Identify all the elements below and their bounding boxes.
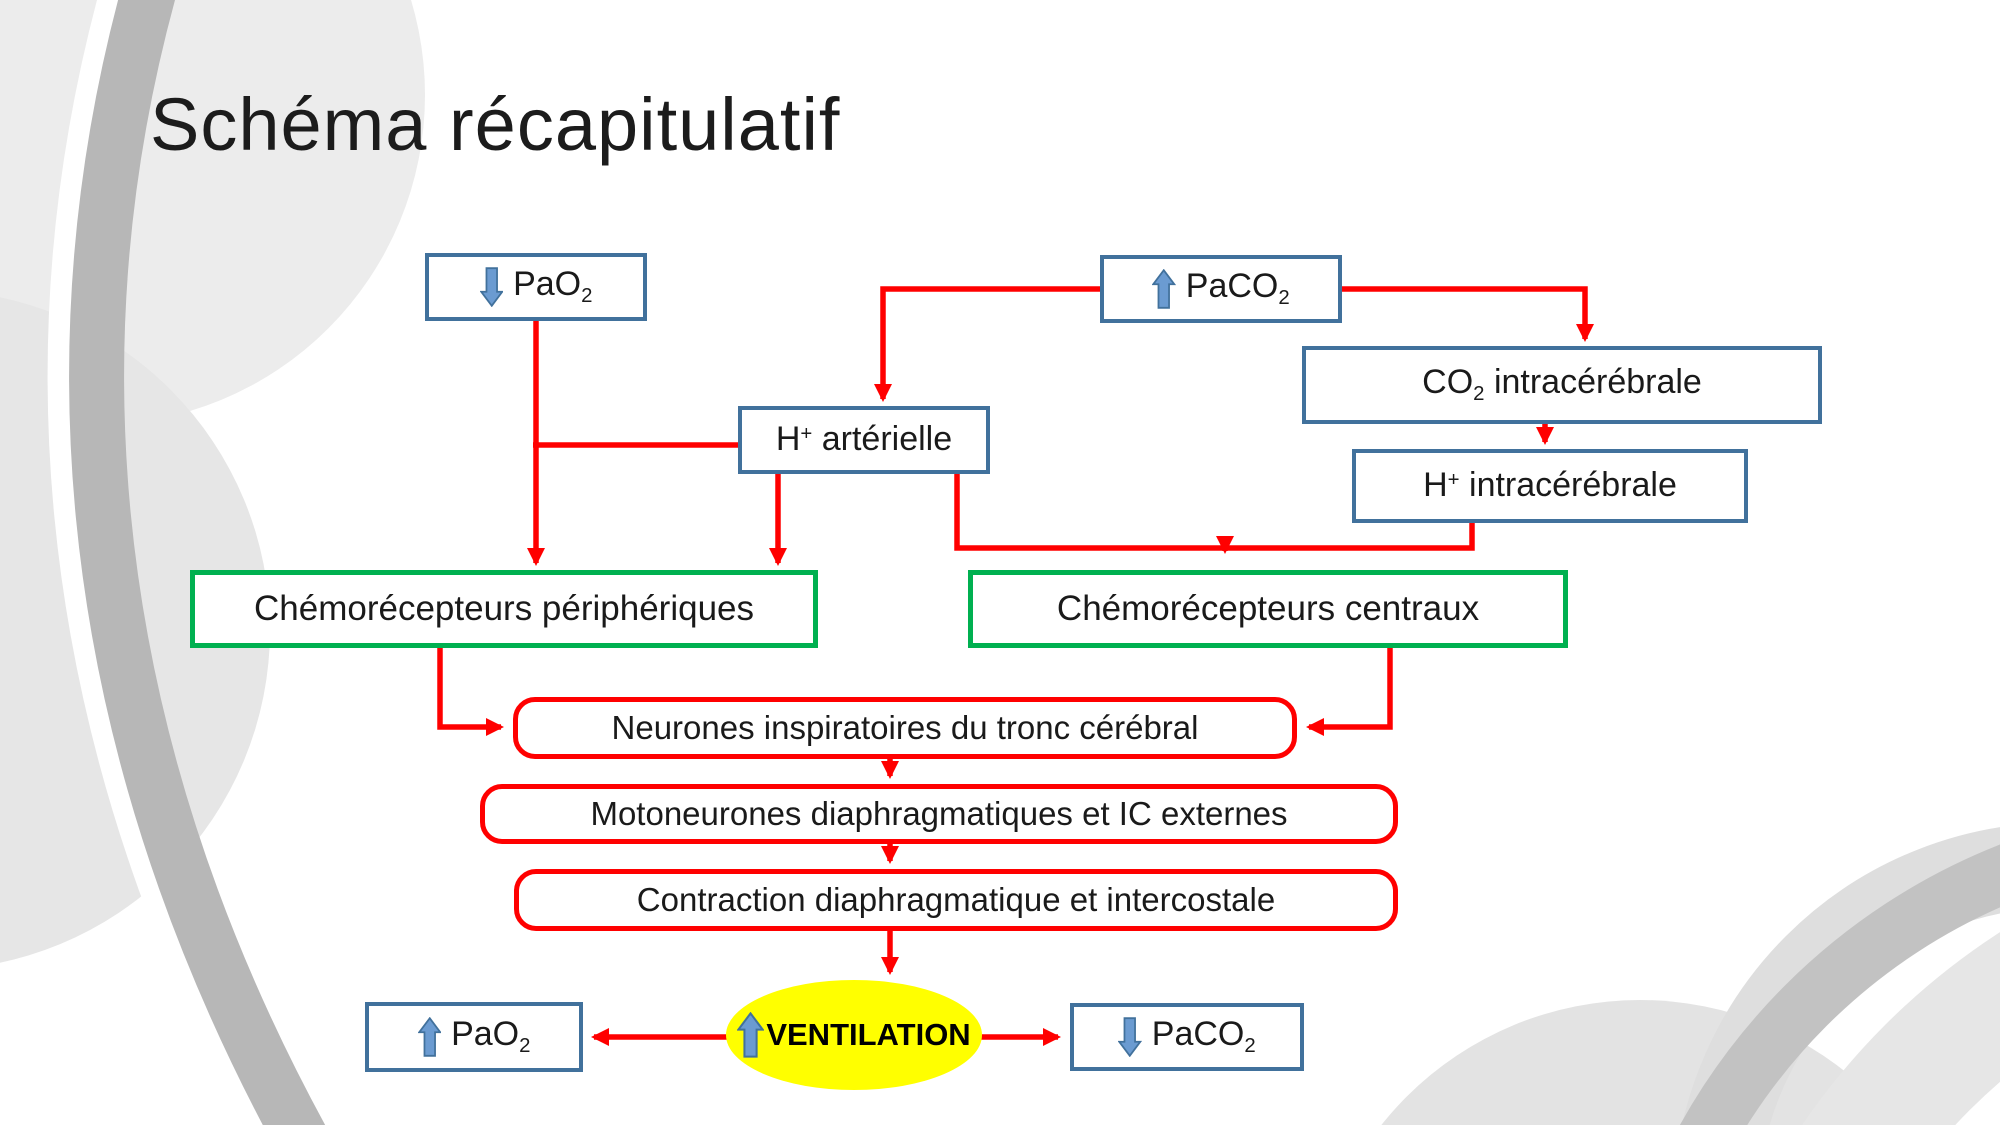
node-co2-intracerebrale: CO2 intracérébrale xyxy=(1302,346,1822,424)
arrow-paco2-to-co2-intracerebrale xyxy=(1342,286,1594,342)
node-label: Motoneurones diaphragmatiques et IC exte… xyxy=(590,794,1288,832)
decor-circle-top-left-1 xyxy=(0,0,425,425)
node-chemorecepteurs-peripheriques: Chémorécepteurs périphériques xyxy=(190,570,818,648)
arrow-centraux-to-neurones xyxy=(1306,648,1393,736)
node-motoneurones: Motoneurones diaphragmatiques et IC exte… xyxy=(480,784,1398,844)
up-arrow-icon xyxy=(417,1017,442,1057)
decor-gray-arc xyxy=(69,0,326,1125)
decor-ring-bottom-right-outer xyxy=(1802,932,2000,1125)
node-pao2-high: PaO2 xyxy=(365,1002,583,1072)
arrow-paco2-to-h-arterielle xyxy=(874,286,1100,402)
decor-circle-bottom-right-fill xyxy=(1381,1000,1899,1125)
node-neurones-inspiratoires: Neurones inspiratoires du tronc cérébral xyxy=(513,697,1297,759)
line-h-intracerebrale-to-centraux xyxy=(1225,523,1475,551)
up-arrow-icon xyxy=(737,1012,765,1058)
node-label: Neurones inspiratoires du tronc cérébral xyxy=(611,708,1199,746)
node-ventilation: VENTILATION xyxy=(726,980,982,1090)
node-paco2-low: PaCO2 xyxy=(1070,1003,1304,1071)
node-label: PaO2 xyxy=(513,265,593,308)
node-h-intracerebrale: H+ intracérébrale xyxy=(1352,449,1748,523)
slide-title: Schéma récapitulatif xyxy=(150,83,841,166)
node-label: Contraction diaphragmatique et intercost… xyxy=(636,880,1276,918)
node-label: Chémorécepteurs centraux xyxy=(1056,588,1480,628)
arrow-peripheriques-to-neurones xyxy=(437,648,504,736)
node-pao2-low: PaO2 xyxy=(425,253,647,321)
node-chemorecepteurs-centraux: Chémorécepteurs centraux xyxy=(968,570,1568,648)
decor-white-arc xyxy=(47,0,277,1125)
decor-ring-bottom-right-light xyxy=(1682,827,2000,1125)
down-arrow-icon xyxy=(1118,1017,1142,1057)
node-h-arterielle: H+ artérielle xyxy=(738,406,990,474)
node-label: H+ artérielle xyxy=(775,420,953,459)
decor-ring-bottom-right-dark xyxy=(1680,844,2000,1125)
node-label: PaCO2 xyxy=(1151,1015,1256,1058)
up-arrow-icon xyxy=(1152,269,1176,309)
node-label: PaO2 xyxy=(451,1015,531,1058)
arrow-h-arterielle-to-centraux xyxy=(954,474,1234,554)
node-paco2-high: PaCO2 xyxy=(1100,255,1342,323)
node-label: PaCO2 xyxy=(1185,267,1290,310)
node-label: CO2 intracérébrale xyxy=(1422,363,1702,406)
node-label: Chémorécepteurs périphériques xyxy=(254,588,754,628)
node-label: H+ intracérébrale xyxy=(1423,466,1677,505)
node-contraction: Contraction diaphragmatique et intercost… xyxy=(514,869,1398,931)
down-arrow-icon xyxy=(479,267,504,307)
node-label: VENTILATION xyxy=(766,1017,971,1052)
